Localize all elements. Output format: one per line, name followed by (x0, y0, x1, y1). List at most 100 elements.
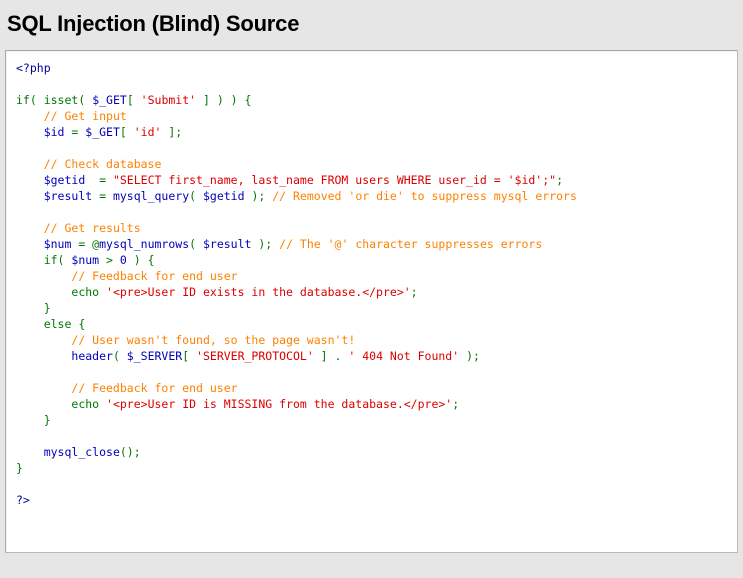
code-token-var: 0 (119, 253, 127, 267)
code-line: } (16, 460, 737, 476)
code-token-pln (16, 221, 44, 235)
code-line: // User wasn't found, so the page wasn't… (16, 332, 737, 348)
code-token-kw: echo (71, 285, 100, 299)
code-line: } (16, 300, 737, 316)
code-token-pln: ); (459, 349, 480, 363)
code-line: // Get results (16, 220, 737, 236)
code-token-var: $num (71, 253, 100, 267)
code-token-pln: [ (119, 125, 134, 139)
code-line: $num = @mysql_numrows( $result ); // The… (16, 236, 737, 252)
code-token-pln: ); (244, 189, 273, 203)
code-token-pln (16, 125, 44, 139)
code-token-var: $result (202, 237, 252, 251)
code-token-pln: ( (112, 349, 127, 363)
code-token-pln (16, 173, 44, 187)
code-line: // Feedback for end user (16, 268, 737, 284)
code-line (16, 428, 737, 444)
code-token-pln: { (71, 317, 86, 331)
code-token-com: // Get input (43, 109, 127, 123)
code-token-str: '<pre>User ID is MISSING from the databa… (106, 397, 453, 411)
code-token-var: mysql_close (43, 445, 120, 459)
php-source-code: <?php if( isset( $_GET[ 'Submit' ] ) ) {… (6, 51, 737, 508)
code-token-str: 'id' (133, 125, 162, 139)
code-token-pln (16, 445, 44, 459)
code-token-pln (16, 285, 71, 299)
code-token-pln: (); (119, 445, 141, 459)
code-token-var: $result (43, 189, 93, 203)
code-token-com: // Feedback for end user (71, 381, 238, 395)
code-token-pln (16, 189, 44, 203)
code-token-pln: ] . (313, 349, 349, 363)
code-line (16, 204, 737, 220)
code-token-pln: = (92, 189, 113, 203)
code-token-pln (16, 109, 44, 123)
code-token-pln (99, 397, 106, 411)
code-token-var: $getid (202, 189, 245, 203)
code-token-str: '<pre>User ID exists in the database.</p… (106, 285, 411, 299)
code-token-pln: ) { (126, 253, 155, 267)
page-title: SQL Injection (Blind) Source (7, 11, 300, 36)
code-token-var: $_SERVER (126, 349, 183, 363)
code-line: header( $_SERVER[ 'SERVER_PROTOCOL' ] . … (16, 348, 737, 364)
code-token-pln (16, 237, 44, 251)
code-token-str: 'SERVER_PROTOCOL' (196, 349, 314, 363)
code-token-var: mysql_query (112, 189, 190, 203)
code-token-pln: ( (78, 93, 93, 107)
code-line: } (16, 412, 737, 428)
code-token-pln: ; (410, 285, 418, 299)
code-token-pln: ; (556, 173, 563, 187)
code-token-var: $_GET (85, 125, 120, 139)
code-token-str: "SELECT first_name, last_name FROM users… (112, 173, 557, 187)
code-token-tag: ?> (16, 493, 30, 507)
code-line: echo '<pre>User ID exists in the databas… (16, 284, 737, 300)
code-line: $getid = "SELECT first_name, last_name F… (16, 172, 737, 188)
code-line: if( isset( $_GET[ 'Submit' ] ) ) { (16, 92, 737, 108)
code-token-pln: ( (189, 189, 203, 203)
code-line: mysql_close(); (16, 444, 737, 460)
code-token-kw: else (43, 317, 72, 331)
code-line: // Get input (16, 108, 737, 124)
code-token-pln: } (16, 461, 23, 475)
code-token-pln: [ (182, 349, 197, 363)
code-line: ?> (16, 492, 737, 508)
code-token-pln: ; (452, 397, 460, 411)
code-line: $id = $_GET[ 'id' ]; (16, 124, 737, 140)
code-line: echo '<pre>User ID is MISSING from the d… (16, 396, 737, 412)
code-token-pln (16, 317, 44, 331)
code-token-kw: echo (71, 397, 100, 411)
code-token-pln (16, 349, 71, 363)
code-token-pln (16, 333, 71, 347)
code-token-com: // Check database (43, 157, 162, 171)
code-token-pln: ); (251, 237, 280, 251)
code-line (16, 76, 737, 92)
code-token-pln (16, 397, 71, 411)
code-token-pln: ( (189, 237, 203, 251)
code-token-pln (16, 269, 71, 283)
code-token-var: $_GET (92, 93, 127, 107)
code-token-pln: ] ) ) { (196, 93, 252, 107)
code-token-var: $num (43, 237, 72, 251)
code-token-str: ' 404 Not Found' (348, 349, 460, 363)
code-token-com: // Feedback for end user (71, 269, 238, 283)
code-token-var: header (71, 349, 113, 363)
code-line: $result = mysql_query( $getid ); // Remo… (16, 188, 737, 204)
code-token-pln: > (99, 253, 120, 267)
code-line (16, 364, 737, 380)
code-token-kw: isset (43, 93, 79, 107)
code-token-tag: <?php (16, 61, 51, 75)
code-token-com: // Get results (43, 221, 141, 235)
code-token-pln: if( (16, 93, 44, 107)
code-line: if( $num > 0 ) { (16, 252, 737, 268)
code-token-var: $id (43, 125, 65, 139)
code-token-pln: = (64, 125, 86, 139)
code-token-str: 'Submit' (140, 93, 197, 107)
code-token-com: // User wasn't found, so the page wasn't… (71, 333, 356, 347)
code-line (16, 476, 737, 492)
code-line: // Feedback for end user (16, 380, 737, 396)
code-token-pln: = (85, 173, 113, 187)
code-token-pln (99, 285, 106, 299)
code-token-pln: } (16, 413, 51, 427)
code-token-pln (16, 157, 44, 171)
code-token-var: mysql_numrows (99, 237, 190, 251)
